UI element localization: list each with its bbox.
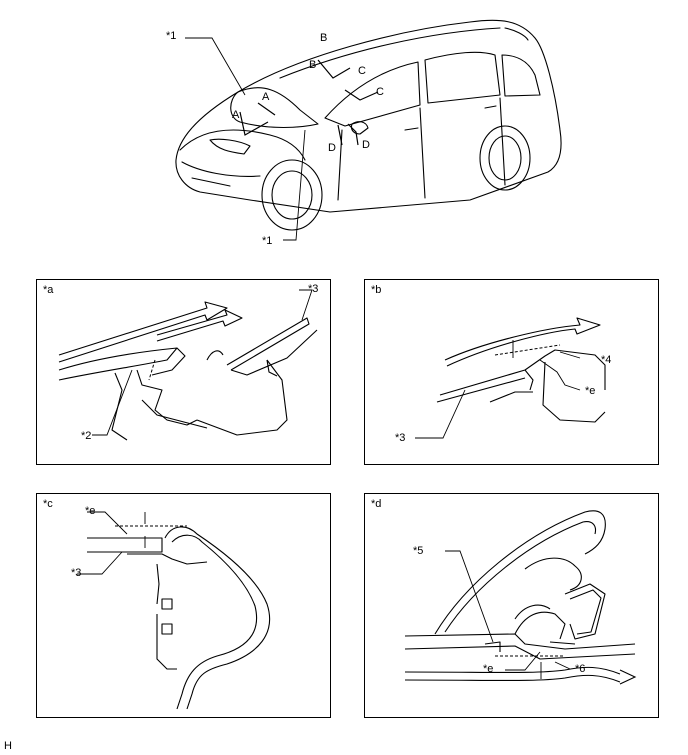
callout-4: *4 — [601, 354, 612, 366]
section-c-drawing — [77, 511, 271, 710]
illustration-code: H — [4, 740, 12, 752]
callout-3: *3 — [308, 283, 319, 295]
callout-3: *3 — [395, 432, 406, 444]
section-d-drawing — [404, 510, 637, 685]
callout-5: *5 — [413, 545, 424, 557]
panel-tag: *b — [371, 284, 382, 296]
section-b-drawing — [415, 317, 606, 439]
panel-tag: *d — [371, 498, 382, 510]
callout-e: *e — [483, 663, 494, 675]
detail-panel-b: *b *4 *e *3 — [364, 279, 659, 465]
detail-panel-a: *a *3 *2 — [36, 279, 331, 465]
callout-1-bottom: *1 — [262, 235, 273, 247]
panel-tag: *a — [43, 284, 54, 296]
section-d-right: D — [362, 139, 370, 151]
detail-panel-d: *d *5 *e *6 — [364, 493, 659, 718]
detail-panel-c: *c *e *3 — [36, 493, 331, 718]
car-illustration — [175, 19, 562, 241]
section-a-right: A — [262, 91, 270, 103]
callout-e: *e — [85, 505, 96, 517]
section-c-bottom: C — [376, 86, 384, 98]
section-b-top: B — [320, 32, 328, 44]
callout-6: *6 — [575, 663, 586, 675]
section-c-top: C — [358, 65, 366, 77]
callout-2: *2 — [81, 430, 92, 442]
section-a-left: A — [232, 109, 240, 121]
section-d-left: D — [328, 142, 336, 154]
callout-3: *3 — [71, 567, 82, 579]
panel-tag: *c — [43, 498, 53, 510]
section-b-bottom: B — [309, 59, 317, 71]
callout-e: *e — [585, 385, 596, 397]
section-a-drawing — [58, 289, 318, 441]
callout-1-top: *1 — [166, 30, 177, 42]
